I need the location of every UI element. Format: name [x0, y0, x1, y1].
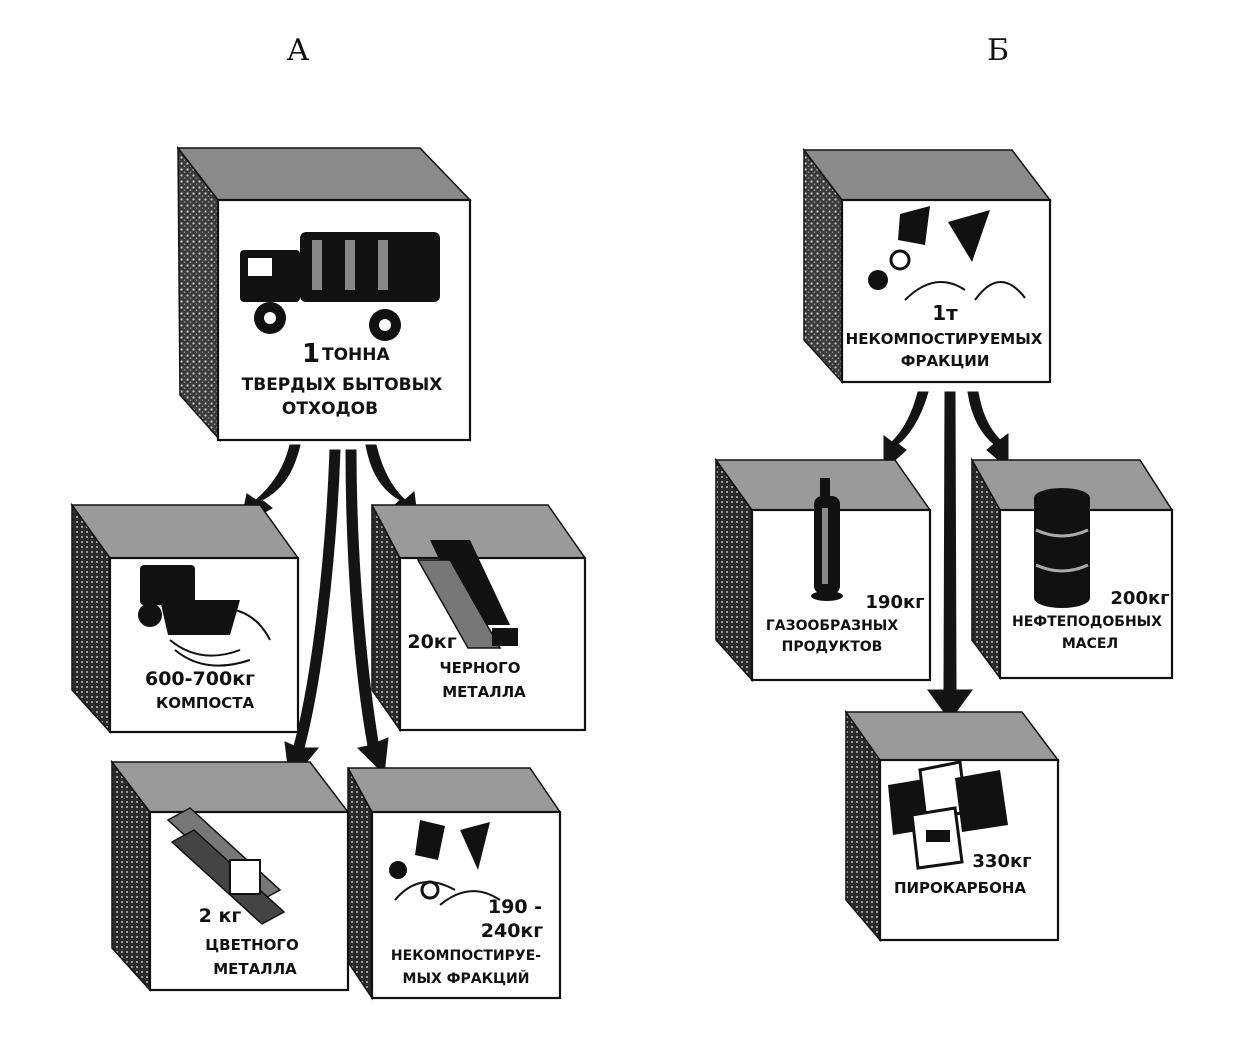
panel-b-letter: Б — [987, 33, 1009, 68]
main-a-line2: ТВЕРДЫХ БЫТОВЫХ — [242, 375, 443, 395]
compost-spreader-icon — [138, 565, 271, 667]
oil-line3: МАСЕЛ — [1062, 636, 1118, 652]
main-a-line1: ТОННА — [322, 345, 391, 365]
bags-icon — [888, 760, 1008, 870]
noncompost-line1: 190 - — [488, 896, 542, 918]
pyro-line1: 330кг — [972, 851, 1031, 872]
main-cube-b: 1т НЕКОМПОСТИРУЕМЫХ ФРАКЦИИ — [802, 147, 1052, 384]
ferrous-line2: ЧЕРНОГО — [440, 659, 521, 677]
oil-line2: НЕФТЕПОДОБНЫХ — [1012, 614, 1162, 630]
pyro-line2: ПИРОКАРБОНА — [894, 879, 1026, 897]
nonferrous-line2: ЦВЕТНОГО — [205, 936, 298, 954]
scrap-pile-icon — [868, 206, 1026, 301]
panel-a-letter: А — [287, 33, 310, 68]
ferrous-line1: 20кг — [407, 631, 456, 653]
nonferrous-line3: МЕТАЛЛА — [213, 960, 297, 978]
ferrous-line3: МЕТАЛЛА — [442, 683, 526, 701]
noncompost-line3: НЕКОМПОСТИРУЕ- — [391, 948, 541, 964]
compost-cube: 600-700кг КОМПОСТА — [70, 502, 300, 734]
oil-line1: 200кг — [1110, 588, 1169, 609]
oil-barrel-icon — [1034, 488, 1090, 608]
gas-cylinder-icon — [811, 478, 843, 601]
main-cube-a: 1 ТОННА ТВЕРДЫХ БЫТОВЫХ ОТХОДОВ — [176, 145, 472, 442]
nonferrous-cube: 2 кг ЦВЕТНОГО МЕТАЛЛА — [110, 759, 350, 992]
gas-line1: 190кг — [865, 592, 924, 613]
main-a-line3: ОТХОДОВ — [282, 399, 378, 419]
noncompost-line4: МЫХ ФРАКЦИЙ — [403, 970, 530, 987]
metal-profile-icon — [166, 807, 286, 925]
i-beam-icon — [416, 540, 518, 649]
arrows-b — [883, 391, 1009, 721]
scrap-pile-icon — [389, 820, 501, 906]
noncompost-line2: 240кг — [481, 920, 544, 942]
compost-line1: 600-700кг — [145, 668, 255, 690]
oil-cube: 200кг НЕФТЕПОДОБНЫХ МАСЕЛ — [970, 457, 1174, 681]
gas-line2: ГАЗООБРАЗНЫХ — [766, 618, 898, 634]
main-a-num: 1 — [302, 339, 320, 369]
main-b-line3: ФРАКЦИИ — [901, 352, 990, 370]
noncompost-cube: 190 - 240кг НЕКОМПОСТИРУЕ- МЫХ ФРАКЦИЙ — [346, 767, 562, 1001]
gas-cube: 190кг ГАЗООБРАЗНЫХ ПРОДУКТОВ — [714, 457, 932, 682]
main-b-line1: 1т — [932, 301, 958, 325]
main-b-line2: НЕКОМПОСТИРУЕМЫХ — [846, 330, 1043, 348]
compost-line2: КОМПОСТА — [156, 694, 254, 712]
gas-line3: ПРОДУКТОВ — [782, 639, 883, 655]
pyro-cube: 330кг ПИРОКАРБОНА — [844, 709, 1060, 943]
garbage-truck-icon — [240, 232, 440, 341]
ferrous-cube: 20кг ЧЕРНОГО МЕТАЛЛА — [370, 504, 587, 733]
nonferrous-line1: 2 кг — [199, 905, 242, 927]
